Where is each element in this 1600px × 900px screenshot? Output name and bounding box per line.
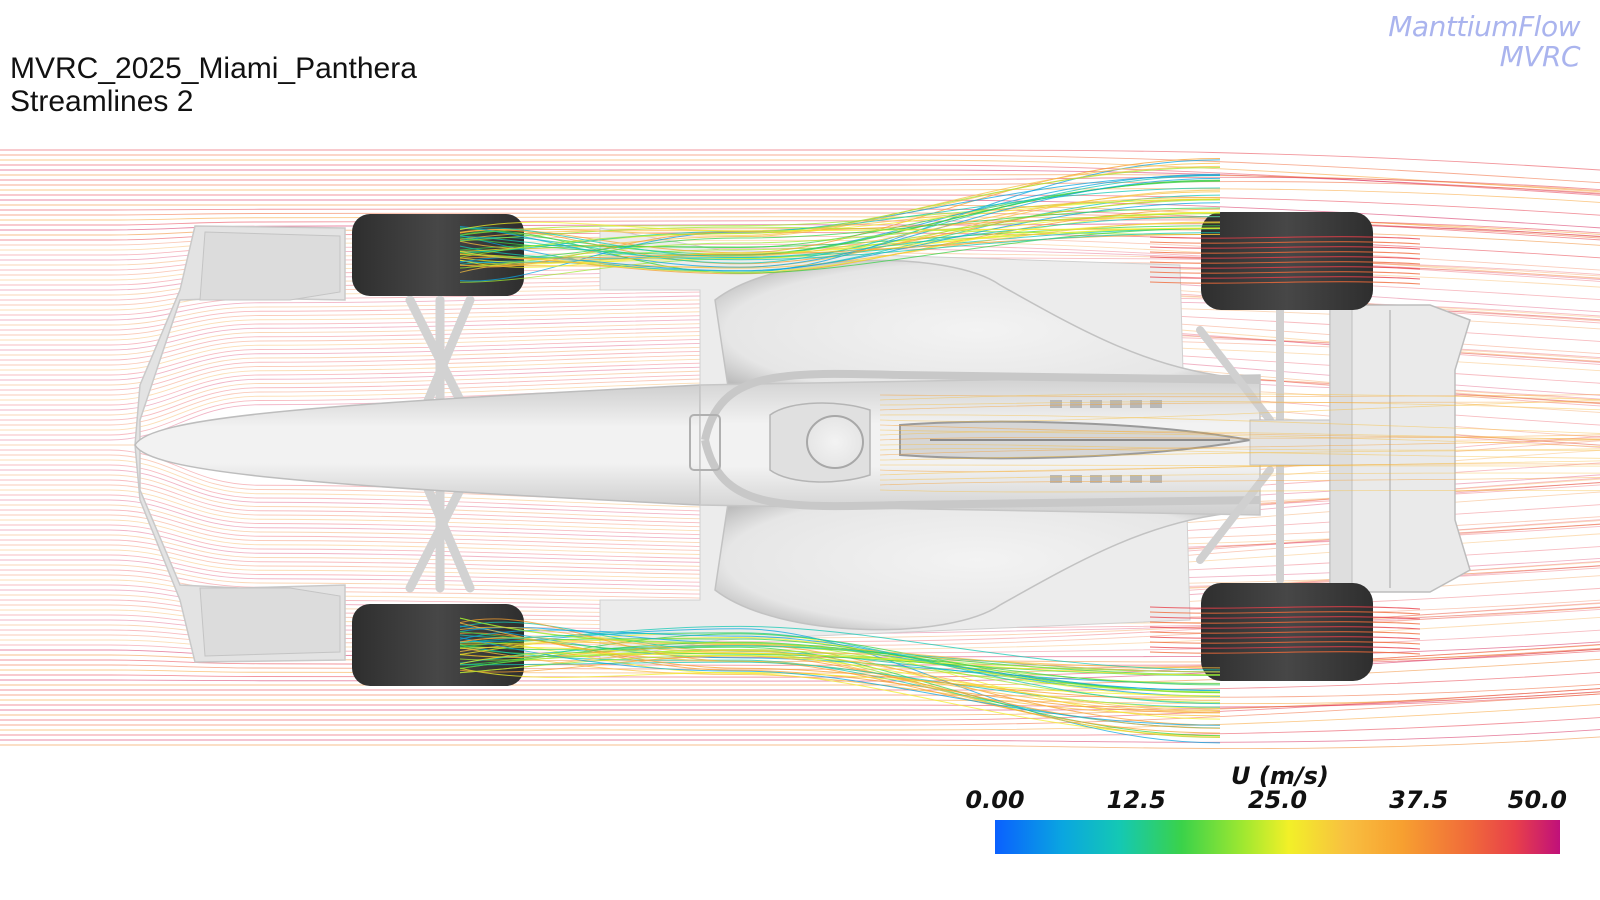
tire-front-right[interactable] <box>352 604 524 686</box>
tire-front-left[interactable] <box>352 214 524 296</box>
case-name: MVRC_2025_Miami_Panthera <box>10 52 417 85</box>
colorbar-tick-2: 25.0 <box>1247 786 1308 814</box>
colorbar-tick-1: 12.5 <box>1106 786 1166 814</box>
tire-rear-left[interactable] <box>1201 212 1373 310</box>
brand-line-1: ManttiumFlow <box>1388 10 1580 43</box>
front-wing-flap <box>199 587 341 657</box>
brand-line-2: MVRC <box>1499 40 1581 73</box>
race-car-model[interactable] <box>134 212 1471 686</box>
driver-helmet <box>806 415 864 469</box>
rear-wing-endplate <box>1329 304 1353 593</box>
velocity-colorbar[interactable]: U (m/s) 0.00 12.5 25.0 37.5 50.0 <box>965 762 1567 862</box>
colorbar-tick-0: 0.00 <box>965 786 1025 814</box>
mirror-mount <box>689 414 721 471</box>
sidepod-right <box>714 489 1241 631</box>
front-wing-flap <box>199 231 341 301</box>
view-name: Streamlines 2 <box>10 85 194 118</box>
colorbar-title: U (m/s) <box>1231 762 1329 790</box>
colorbar-tick-3: 37.5 <box>1389 786 1449 814</box>
colorbar-tick-labels: 0.00 12.5 25.0 37.5 50.0 <box>965 786 1567 816</box>
brand-logo: ManttiumFlow MVRC <box>1388 12 1580 72</box>
colorbar-gradient <box>995 820 1560 854</box>
case-title: MVRC_2025_Miami_Panthera Streamlines 2 <box>10 52 417 118</box>
colorbar-tick-4: 50.0 <box>1507 786 1567 814</box>
streamlines-overlay <box>459 158 1600 744</box>
nose <box>134 384 701 506</box>
